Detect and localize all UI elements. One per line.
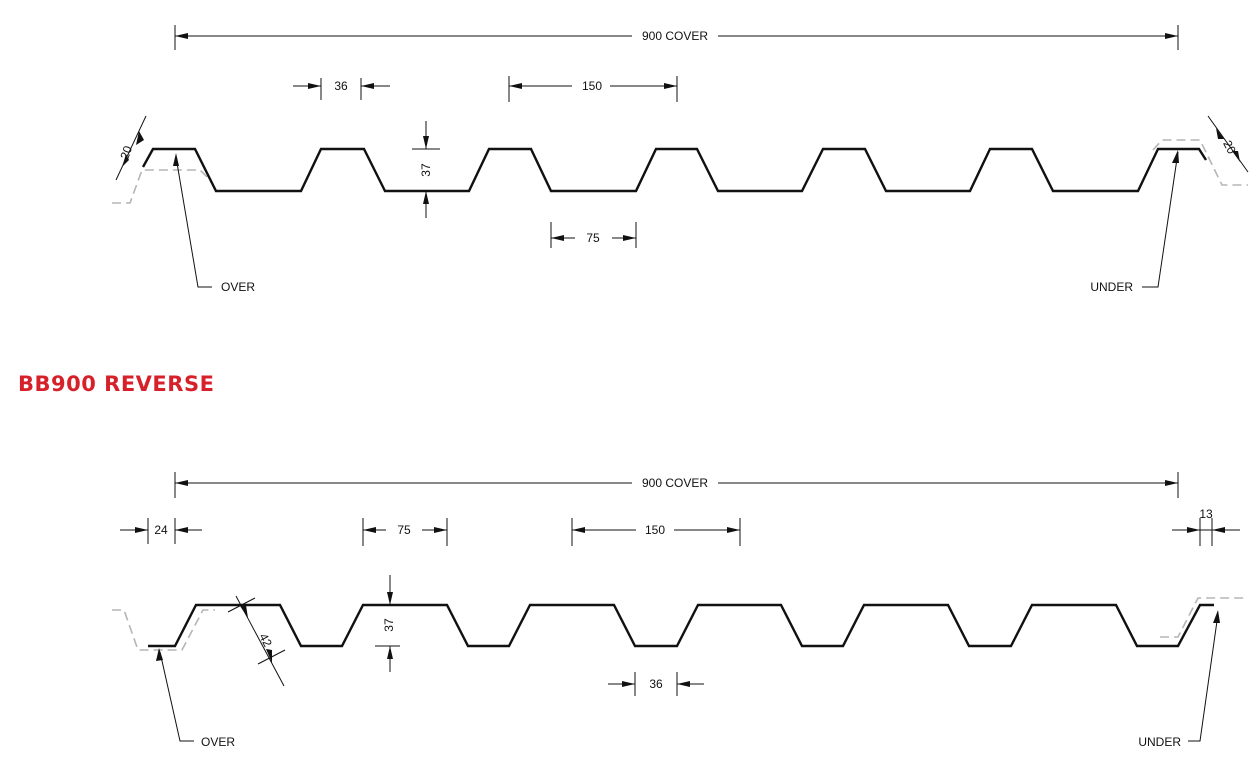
- reverse-dim-36: 36: [608, 672, 704, 696]
- reverse-over-label: OVER: [201, 735, 235, 749]
- top-dim-150: 150: [508, 76, 678, 102]
- top-dim-20-right-label: 20: [1220, 138, 1239, 157]
- top-dim-37: 37: [412, 121, 440, 218]
- reverse-dim-24-label: 24: [154, 523, 168, 537]
- reverse-profile-drawing: 900 COVER 24 75: [112, 472, 1246, 749]
- reverse-dim-37-label: 37: [382, 618, 396, 632]
- reverse-right-lap-dashed: [1160, 597, 1246, 638]
- top-over-leader: OVER: [173, 153, 255, 294]
- top-dim-20-right: 20: [1207, 115, 1249, 173]
- section-heading-bb900-reverse: BB900 REVERSE: [18, 372, 215, 396]
- top-cover-label: 900 COVER: [642, 29, 708, 43]
- top-dim-75-label: 75: [586, 231, 600, 245]
- top-dim-20-left: 20: [115, 115, 147, 181]
- top-over-label: OVER: [221, 280, 255, 294]
- reverse-dim-150-label: 150: [645, 523, 665, 537]
- reverse-dim-24: 24: [120, 518, 202, 544]
- reverse-profile-line: [148, 603, 1214, 648]
- reverse-dim-36-label: 36: [649, 677, 663, 691]
- top-dim-36-label: 36: [334, 79, 348, 93]
- top-dim-900-cover: 900 COVER: [174, 25, 1179, 50]
- top-profile-drawing: 900 COVER 36 150: [112, 25, 1249, 294]
- top-left-lap-dashed: [112, 169, 211, 204]
- reverse-under-leader: UNDER: [1138, 610, 1220, 749]
- reverse-dim-13: 13: [1172, 507, 1240, 546]
- reverse-dim-13-label: 13: [1199, 507, 1213, 521]
- reverse-dim-75: 75: [362, 518, 448, 546]
- reverse-dim-900-cover: 900 COVER: [174, 472, 1179, 498]
- reverse-dim-75-label: 75: [397, 523, 411, 537]
- top-under-leader: UNDER: [1090, 150, 1179, 294]
- top-dim-37-label: 37: [419, 163, 433, 177]
- reverse-dim-42-label: 42: [256, 631, 275, 650]
- reverse-left-lap-dashed: [112, 609, 215, 651]
- reverse-dim-42: 42: [227, 595, 286, 687]
- reverse-over-leader: OVER: [156, 648, 235, 749]
- reverse-dim-150: 150: [571, 518, 741, 546]
- top-profile-line: [141, 147, 1208, 193]
- top-dim-20-left-label: 20: [117, 144, 135, 162]
- top-dim-36: 36: [293, 78, 390, 100]
- reverse-under-label: UNDER: [1138, 735, 1181, 749]
- top-under-label: UNDER: [1090, 280, 1133, 294]
- reverse-dim-37: 37: [375, 575, 400, 672]
- top-dim-75: 75: [550, 222, 637, 248]
- top-right-lap-dashed: [1152, 139, 1248, 186]
- top-dim-150-label: 150: [582, 79, 602, 93]
- reverse-cover-label: 900 COVER: [642, 476, 708, 490]
